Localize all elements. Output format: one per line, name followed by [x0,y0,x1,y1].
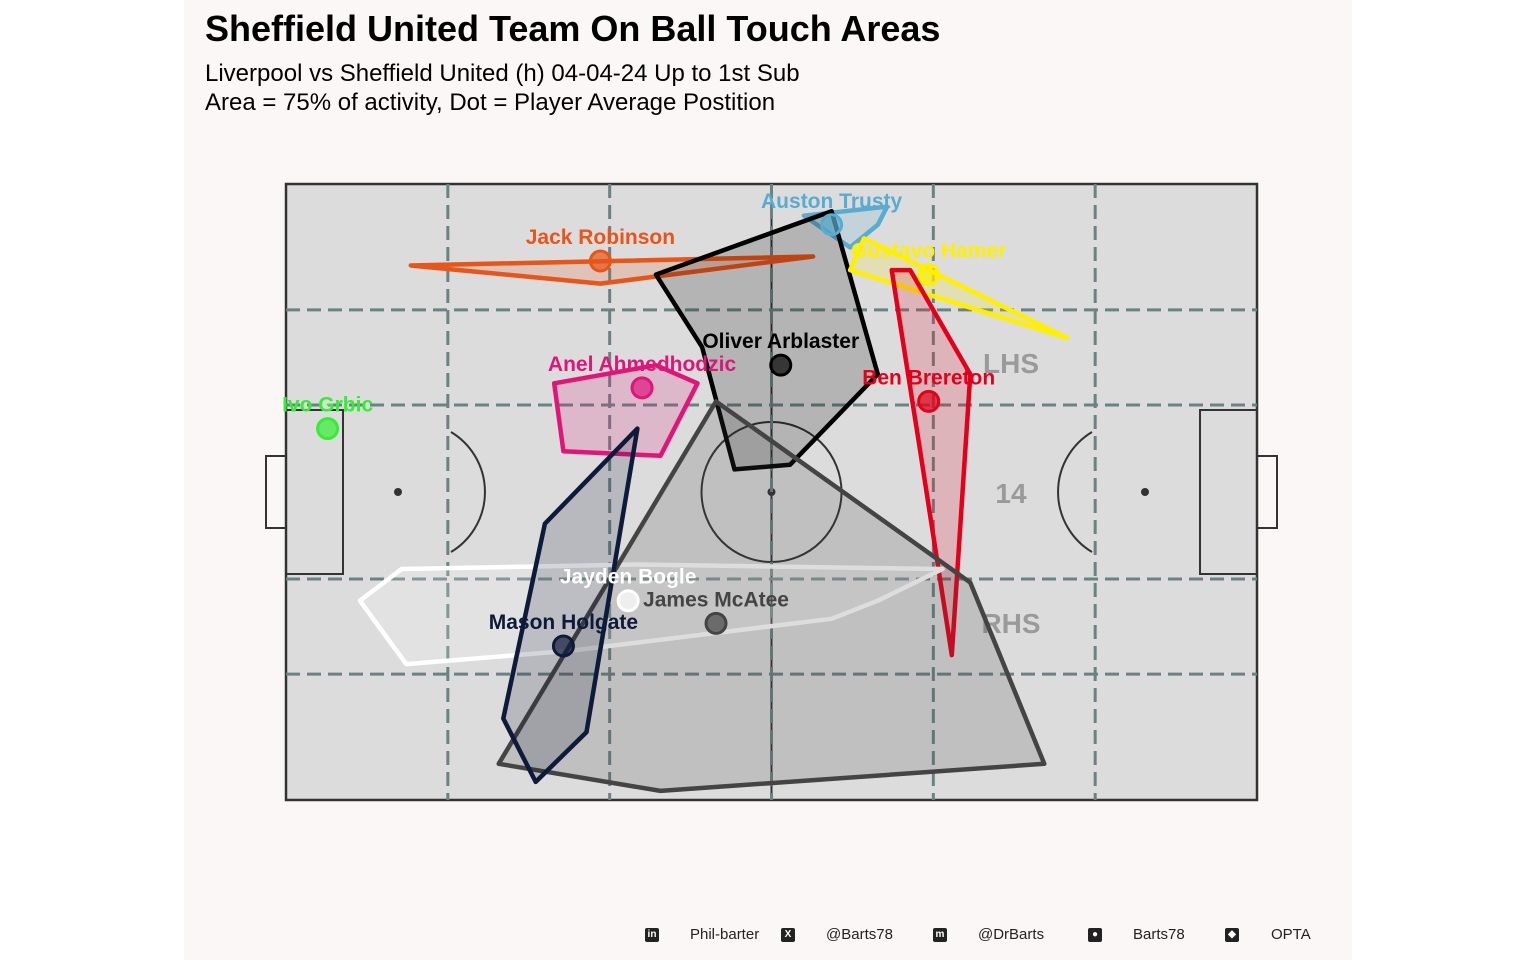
label-auston-trusty: Auston Trusty [761,190,902,213]
left-penalty-arc [450,431,486,553]
label-jayden-bogle: Jayden Bogle [560,566,697,589]
player-dots [316,213,941,658]
zone-label-14: 14 [995,478,1027,509]
dot-gustavo-hamer [917,263,941,287]
dot-ivo-grbic [316,417,340,441]
area-mason-holgate [501,426,640,785]
footer-credit-3: @DrBarts [978,926,1045,943]
footer-credit-4: Barts78 [1133,926,1185,943]
footer-credit-1: Phil-barter [690,926,760,943]
right-penalty-arc [1057,431,1093,553]
dot-james-mcatee [704,611,728,635]
label-mason-holgate: Mason Holgate [489,611,638,634]
left-goal [265,455,287,529]
area-jack-robinson [408,254,816,286]
area-james-mcatee [496,399,1047,794]
github-icon: ● [1088,928,1102,942]
zone-grid [286,184,1257,800]
x-icon: X [781,928,795,942]
dot-ben-brereton [917,389,941,413]
area-gustavo-hamer [847,236,1070,341]
right-goal [1256,455,1278,529]
chart-title: Sheffield United Team On Ball Touch Area… [205,8,941,49]
area-ben-brereton [889,267,973,658]
dot-oliver-arblaster [769,353,793,377]
label-ben-brereton: Ben Brereton [862,366,995,389]
mastodon-icon: m [933,928,947,942]
linkedin-icon: in [645,928,659,942]
label-james-mcatee: James McAtee [643,588,789,611]
left-penalty-spot [394,488,402,496]
area-anel-ahmedhodzic [551,362,700,459]
dropbox-icon: ◆ [1225,928,1239,942]
player-areas [357,204,1070,794]
right-penalty-spot [1141,488,1149,496]
zone-label-lhs: LHS [983,348,1039,379]
label-oliver-arblaster: Oliver Arblaster [702,330,859,353]
dot-mason-holgate [551,634,575,658]
label-gustavo-hamer: Gustavo Hamer [851,240,1006,263]
chart-subtitle-line-1: Liverpool vs Sheffield United (h) 04-04-… [205,60,800,87]
dot-anel-ahmedhodzic [630,376,654,400]
area-jayden-bogle [357,562,945,667]
footer-credits: in Phil-barter X @Barts78 m @DrBarts ● Barts78 ◆… [640,925,1340,947]
chart-subtitle-line-2: Area = 75% of activity, Dot = Player Ave… [205,89,776,116]
label-jack-robinson: Jack Robinson [526,226,675,249]
dot-jack-robinson [588,249,612,273]
label-anel-ahmedhodzic: Anel Ahmedhodzic [548,353,737,376]
footer-credit-5: OPTA [1271,926,1311,943]
footer-credit-2: @Barts78 [826,926,893,943]
dot-jayden-bogle [616,589,640,613]
dot-auston-trusty [820,213,844,237]
label-ivo-grbic: Ivo Grbic [282,394,373,417]
area-oliver-arblaster [653,208,881,472]
